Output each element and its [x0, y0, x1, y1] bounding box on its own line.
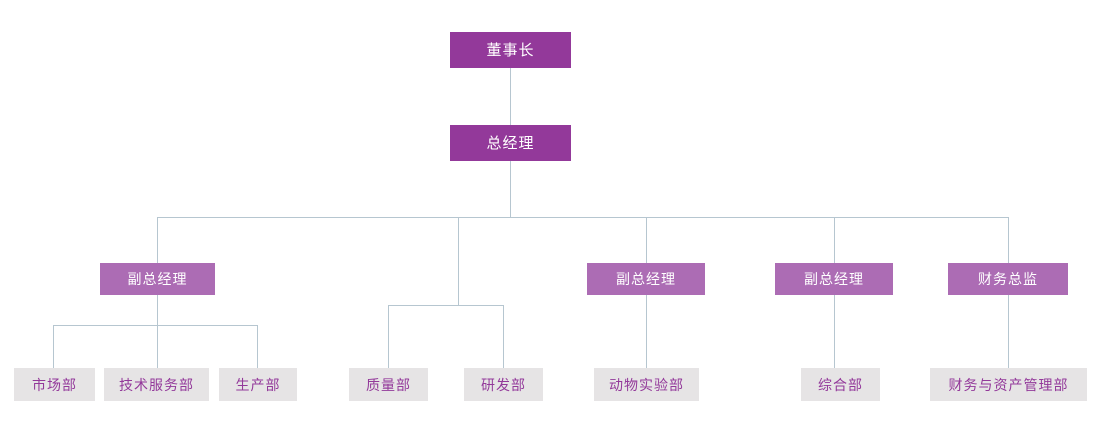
- connector-bus-to-deputy-gm-2: [646, 217, 647, 263]
- connector-subbus1-to-marketing: [53, 325, 54, 368]
- connector-deputy-gm-3-to-general-affairs: [834, 295, 835, 368]
- connector-deputy-gm-1-to-subbus: [157, 295, 158, 326]
- node-animal-lab-dept[interactable]: 动物实验部: [594, 368, 699, 401]
- node-deputy-gm-3[interactable]: 副总经理: [775, 263, 893, 295]
- connector-bus-to-deputy-gm-3: [834, 217, 835, 263]
- node-finance-director[interactable]: 财务总监: [948, 263, 1068, 295]
- node-rnd-dept[interactable]: 研发部: [464, 368, 543, 401]
- node-general-affairs-dept[interactable]: 综合部: [801, 368, 880, 401]
- node-finance-asset-dept[interactable]: 财务与资产管理部: [930, 368, 1087, 401]
- connector-finance-director-to-finance-asset: [1008, 295, 1009, 368]
- node-chairman[interactable]: 董事长: [450, 32, 571, 68]
- node-deputy-gm-1[interactable]: 副总经理: [100, 263, 215, 295]
- connector-bus-to-subbus-2: [458, 217, 459, 305]
- connector-deputy-gm-2-to-animal-lab: [646, 295, 647, 368]
- node-quality-dept[interactable]: 质量部: [349, 368, 428, 401]
- node-general-manager[interactable]: 总经理: [450, 125, 571, 161]
- connector-subbus1-to-tech-service: [157, 325, 158, 368]
- connector-chairman-to-gm: [510, 68, 511, 125]
- connector-subbus2-to-quality: [388, 305, 389, 368]
- connector-bus-to-deputy-gm-1: [157, 217, 158, 263]
- node-marketing-dept[interactable]: 市场部: [14, 368, 95, 401]
- connector-subbus-2: [388, 305, 504, 306]
- connector-bus-to-finance-director: [1008, 217, 1009, 263]
- connector-subbus2-to-rnd: [503, 305, 504, 368]
- node-tech-service-dept[interactable]: 技术服务部: [104, 368, 209, 401]
- connector-subbus-1: [53, 325, 258, 326]
- node-deputy-gm-2[interactable]: 副总经理: [587, 263, 705, 295]
- connector-gm-to-bus: [510, 161, 511, 217]
- node-production-dept[interactable]: 生产部: [219, 368, 297, 401]
- connector-main-bus: [157, 217, 1009, 218]
- connector-subbus1-to-production: [257, 325, 258, 368]
